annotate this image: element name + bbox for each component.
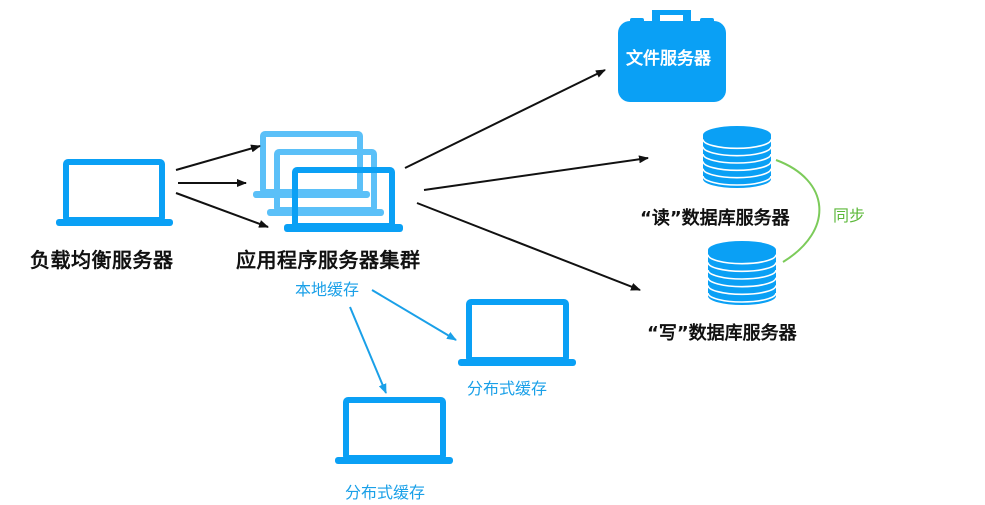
arrow-lb-to-cluster-1 <box>175 144 261 171</box>
local-cache-label: 本地缓存 <box>295 280 360 299</box>
arrow-local-cache-to-dist-cache-2 <box>349 306 387 394</box>
app-cluster-label: 应用程序服务器集群 <box>236 248 421 272</box>
arrow-cluster-to-write-db <box>416 202 641 291</box>
dist-cache-1-label: 分布式缓存 <box>467 379 548 398</box>
dist-cache-2-label: 分布式缓存 <box>345 483 426 502</box>
sync-connector <box>775 159 821 263</box>
arrow-local-cache-to-dist-cache-1 <box>371 289 457 341</box>
arrow-lb-to-cluster-3 <box>175 192 269 228</box>
file-server-briefcase-icon <box>618 10 726 102</box>
dist-cache-2-laptop-icon <box>335 397 453 464</box>
file-server-label: 文件服务器 <box>626 49 711 69</box>
load-balancer-label: 负载均衡服务器 <box>30 248 174 272</box>
arrow-cluster-to-file-server <box>404 69 606 169</box>
read-db-label: “读”数据库服务器 <box>640 208 790 229</box>
read-db-database-icon <box>702 126 772 188</box>
arrow-cluster-to-read-db <box>423 155 649 191</box>
load-balancer-laptop-icon <box>56 159 173 226</box>
app-cluster-laptop-stack-icon <box>253 131 403 232</box>
write-db-label: “写”数据库服务器 <box>647 323 797 344</box>
dist-cache-1-laptop-icon <box>458 299 576 366</box>
write-db-database-icon <box>707 241 777 305</box>
sync-label: 同步 <box>833 206 866 225</box>
